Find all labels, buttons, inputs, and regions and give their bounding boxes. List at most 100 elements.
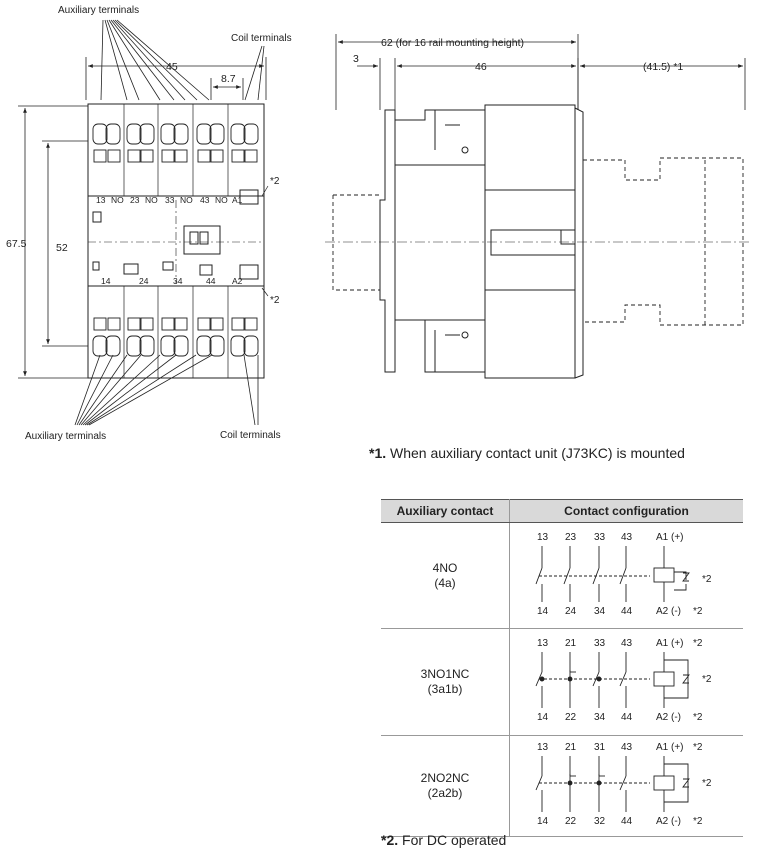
bottom-num: 44 [621,606,633,617]
a1-label: A1 (+) [656,532,684,543]
dim-pitch-label: 8.7 [221,73,236,85]
top-marking-33: 33 [165,195,175,205]
note-1-mark: *1. [369,445,387,461]
top-num: 13 [537,638,549,649]
dim-width-45 [85,57,267,100]
side-view-drawing: 62 (for 16 rail mounting height) 3 46 (4… [325,34,750,379]
terminal-screws [92,104,259,378]
dim-aux-label: (41.5) *1 [643,61,683,73]
a2-note: *2 [693,712,703,723]
a2-label: A2 (-) [656,712,681,723]
contact-diagram-4no: 13 23 33 43 14 24 34 44 A1 (+) A2 (-) *2… [535,532,712,617]
row-config-cell: 13 23 33 43 14 24 34 44 A1 (+) A2 (-) *2… [509,522,743,629]
coil-terminals-top-label: Coil terminals [231,33,292,44]
top-num: 33 [594,532,606,543]
dim-left-label: 3 [353,53,359,65]
aux-leader-lines-top [100,19,265,101]
top-marking-no4: NO [215,195,228,205]
top-markings: 13 NO 23 NO 33 NO 43 NO A1 [96,195,243,205]
contactor-body-front [87,103,265,379]
bottom-marking-34: 34 [173,276,183,286]
top-marking-23: 23 [130,195,140,205]
a1-label: A1 (+) [656,742,684,753]
row-name: 3NO1NC [420,667,470,681]
table-row: 3NO1NC (3a1b) 13 21 33 43 14 22 34 44 A1… [381,628,743,736]
bottom-num: 22 [565,712,577,723]
a2-label: A2 (-) [656,816,681,827]
dim-pitch [210,78,244,100]
contact-configuration-table: Auxiliary contact Contact configuration … [381,499,743,837]
a2-note: *2 [693,606,703,617]
aux-contact-unit-dashed [332,157,744,326]
bottom-marking-a2: A2 [232,276,243,286]
top-num: 21 [565,742,577,753]
dim-rail-label: 62 (for 16 rail mounting height) [381,37,524,49]
table-row: 4NO (4a) 13 23 33 43 14 24 34 44 A1 (+) [381,522,743,629]
bottom-marking-24: 24 [139,276,149,286]
dim-width-label: 45 [166,61,178,73]
dim-height-outer-label: 67.5 [6,238,27,250]
aux-terminals-bottom-label: Auxiliary terminals [25,431,106,442]
aux-terminals-top-label: Auxiliary terminals [58,5,139,16]
top-marking-no2: NO [145,195,158,205]
row-aux-contact-cell: 3NO1NC (3a1b) [381,628,510,736]
contactor-body-side [379,104,584,379]
note-2-mark: *2. [381,832,399,848]
top-num: 13 [537,532,549,543]
dim-body [357,58,746,110]
bottom-num: 44 [621,816,633,827]
top-marking-13: 13 [96,195,106,205]
a2-label: A2 (-) [656,606,681,617]
bottom-num: 14 [537,606,549,617]
top-marking-no3: NO [180,195,193,205]
top-num: 43 [621,742,633,753]
top-marking-43: 43 [200,195,210,205]
dim-body-label: 46 [475,61,487,73]
a1-label: A1 (+) [656,638,684,649]
top-num: 23 [565,532,577,543]
top-num: 13 [537,742,549,753]
bottom-num: 32 [594,816,606,827]
row-aux-contact-cell: 2NO2NC (2a2b) [381,735,510,837]
dim-heights [18,105,88,379]
top-num: 43 [621,638,633,649]
row-code: (3a1b) [427,682,463,696]
bottom-num: 44 [621,712,633,723]
header-aux-contact: Auxiliary contact [381,499,510,523]
row-code: (2a2b) [427,786,463,800]
a1-note: *2 [693,742,703,753]
row-name: 4NO [432,560,458,575]
coil-note: *2 [702,674,712,685]
top-num: 21 [565,638,577,649]
bottom-num: 22 [565,816,577,827]
bottom-num: 34 [594,606,606,617]
a2-note: *2 [693,816,703,827]
note-mark-top: *2 [270,176,280,187]
top-num: 33 [594,638,606,649]
coil-note: *2 [702,778,712,789]
row-code: (4a) [434,575,456,590]
bottom-num: 34 [594,712,606,723]
top-num: 43 [621,532,633,543]
top-marking-no1: NO [111,195,124,205]
table-header-row: Auxiliary contact Contact configuration [381,499,743,523]
row-config-cell: 13 21 31 43 14 22 32 44 A1 (+) *2 A2 (-)… [509,735,743,837]
contact-diagram-3no1nc: 13 21 33 43 14 22 34 44 A1 (+) *2 A2 (-)… [535,638,712,723]
header-contact-configuration: Contact configuration [509,499,743,523]
note-1: *1. When auxiliary contact unit (J73KC) … [369,445,685,461]
row-aux-contact-cell: 4NO (4a) [381,522,510,629]
bottom-marking-14: 14 [101,276,111,286]
top-marking-a1: A1 [232,195,243,205]
note-1-text: When auxiliary contact unit (J73KC) is m… [390,445,685,461]
aux-leader-lines-bottom [74,354,259,426]
bottom-num: 14 [537,816,549,827]
note-mark-bottom: *2 [270,295,280,306]
contact-diagram-2no2nc: 13 21 31 43 14 22 32 44 A1 (+) *2 A2 (-)… [535,742,712,827]
note-2-text: For DC operated [402,832,507,848]
bottom-markings: 14 24 34 44 A2 [101,276,243,286]
table-row: 2NO2NC (2a2b) 13 21 31 43 14 22 32 44 A1… [381,735,743,837]
top-num: 31 [594,742,606,753]
bottom-num: 24 [565,606,577,617]
note-2: *2. For DC operated [381,832,506,848]
a1-note: *2 [693,638,703,649]
